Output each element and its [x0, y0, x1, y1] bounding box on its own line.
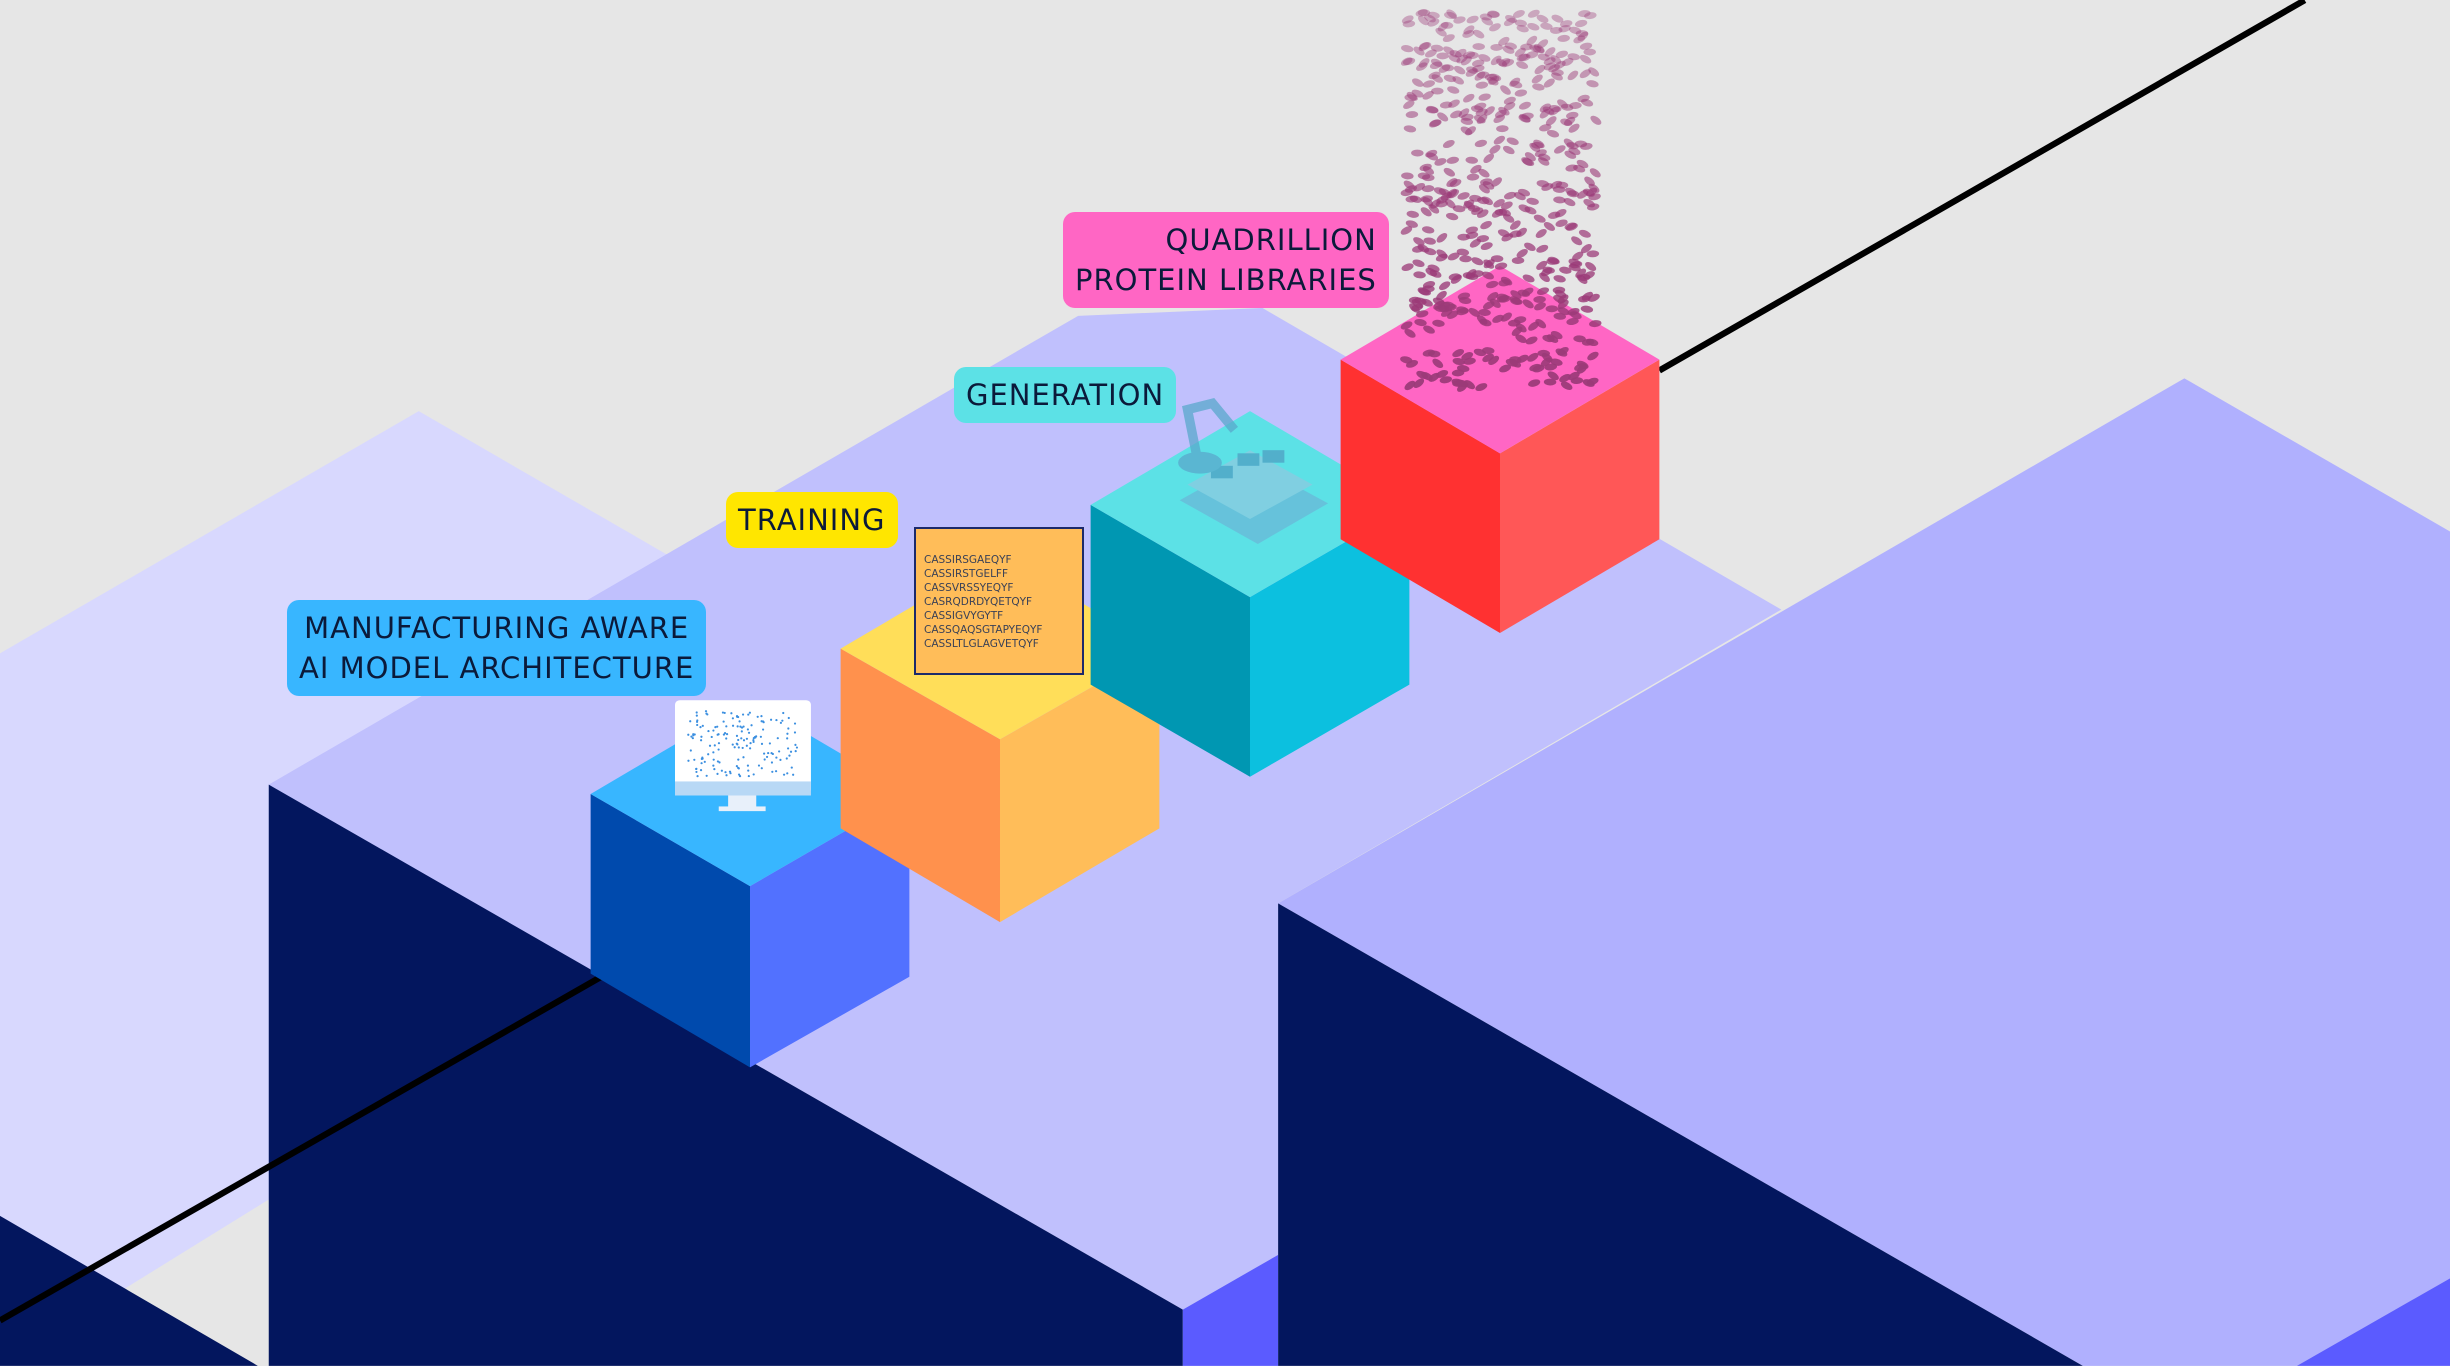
sequence-item: CASSIRSGAEQYF [924, 554, 1012, 566]
sequence-list: CASSIRSGAEQYF CASSIRSTGELFF CASSVRSSYEQY… [914, 527, 1084, 675]
label-training: TRAINING [726, 492, 898, 548]
label-libraries: QUADRILLION PROTEIN LIBRARIES [1063, 212, 1389, 308]
label-generation: GENERATION [954, 367, 1177, 423]
architecture-cube [590, 700, 910, 1068]
right-platform-front [1278, 903, 2083, 1366]
bottom-left-block [0, 1215, 258, 1366]
middle-platform-front [268, 784, 1183, 1366]
label-line: QUADRILLION [1165, 223, 1377, 257]
protein-library-particles [1400, 9, 1602, 392]
sequence-item: CASSVRSSYEQYF [924, 582, 1014, 594]
monitor-icon [675, 700, 811, 812]
right-platform-top [1278, 378, 2450, 1366]
right-platform-side [2296, 1278, 2450, 1366]
label-line: AI MODEL ARCHITECTURE [299, 651, 695, 685]
sequence-item: CASSIRSTGELFF [924, 568, 1009, 580]
middle-platform-side [1182, 1254, 1279, 1366]
sequence-item: CASSQAQSGTAPYEQYF [924, 624, 1043, 636]
label-line: PROTEIN LIBRARIES [1075, 263, 1377, 297]
sequence-item: CASRQDRDYQETQYF [924, 596, 1033, 608]
robot-arm-icon [1178, 398, 1329, 544]
label-line: MANUFACTURING AWARE [304, 611, 690, 645]
sequence-item: CASSLTLGLAGVETQYF [924, 638, 1039, 650]
label-architecture: MANUFACTURING AWARE AI MODEL ARCHITECTUR… [287, 600, 707, 696]
sequence-item: CASSIGVYGYTF [924, 610, 1004, 622]
